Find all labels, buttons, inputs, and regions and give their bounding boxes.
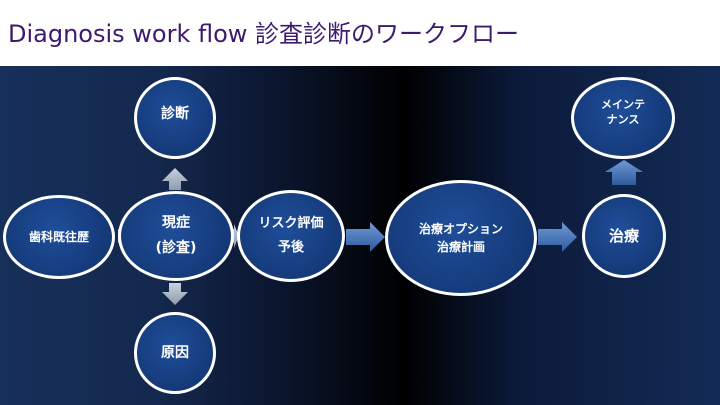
arrow-options-treatment	[538, 222, 577, 252]
node-maint-line1: メインテ	[601, 98, 645, 112]
node-diagnosis-label: 診断	[161, 105, 189, 122]
node-treatment-label: 治療	[608, 226, 639, 245]
arrow-treatment-maintenance	[605, 160, 643, 185]
arrow-down-to-cause	[162, 283, 188, 305]
node-cause: 原因	[134, 312, 216, 394]
slide-title: Diagnosis work flow 診査診断のワークフロー	[8, 20, 520, 48]
node-treatment-options: 治療オプション 治療計画	[385, 180, 537, 296]
node-options-line2: 治療計画	[436, 240, 485, 254]
node-treatment: 治療	[582, 194, 666, 278]
node-present-condition: 現症 (診査)	[118, 191, 234, 281]
node-risk-assessment: リスク評価 予後	[237, 190, 345, 282]
node-present-line2: (診査)	[155, 240, 197, 256]
node-present-line1: 現症	[162, 215, 190, 232]
node-maint-line2: ナンス	[606, 113, 640, 126]
node-diagnosis: 診断	[134, 77, 216, 159]
node-maintenance: メインテ ナンス	[571, 77, 675, 159]
arrow-risk-options	[346, 222, 385, 252]
node-dental-history: 歯科既往歴	[3, 195, 115, 279]
node-options-line1: 治療オプション	[418, 221, 503, 236]
node-dental-history-label: 歯科既往歴	[28, 229, 89, 244]
node-risk-line1: リスク評価	[258, 216, 324, 232]
node-risk-line2: 予後	[277, 240, 304, 255]
arrow-up-to-diagnosis	[162, 168, 188, 190]
node-cause-label: 原因	[161, 344, 189, 361]
